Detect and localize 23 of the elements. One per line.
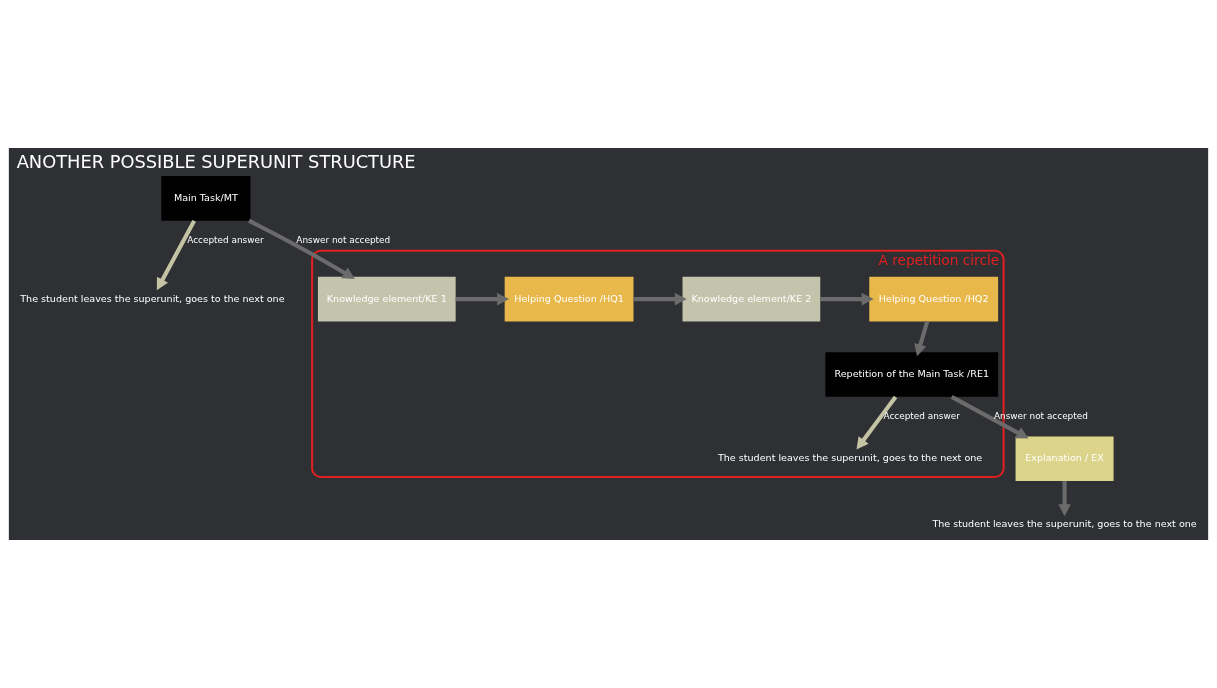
arrow — [156, 219, 196, 291]
node-box: Explanation / EX — [1015, 436, 1114, 482]
node-box: Helping Question /HQ2 — [869, 276, 999, 322]
node-box: Knowledge element/KE 2 — [682, 276, 821, 322]
arrow — [856, 395, 898, 450]
edge-label: Accepted answer — [883, 410, 960, 421]
node-box: Helping Question /HQ1 — [504, 276, 634, 322]
arrow — [633, 292, 687, 306]
arrow — [248, 218, 355, 280]
edge-label: Answer not accepted — [296, 234, 391, 245]
arrow — [950, 395, 1029, 439]
node-box: Repetition of the Main Task /RE1 — [825, 352, 999, 397]
node-text: The student leaves the superunit, goes to the next one — [932, 518, 1197, 530]
node-box: Knowledge element/KE 1 — [317, 276, 456, 322]
arrow — [820, 292, 874, 306]
edge-label: Accepted answer — [187, 234, 264, 245]
node-box: Main Task/MT — [161, 176, 251, 221]
arrow — [455, 292, 510, 306]
arrow — [1058, 481, 1071, 517]
node-text: The student leaves the superunit, goes to the next one — [717, 452, 983, 464]
node-text: The student leaves the superunit, goes to the next one — [20, 292, 285, 304]
diagram-title: ANOTHER POSSIBLE SUPERUNIT STRUCTURE — [16, 150, 416, 172]
arrow — [914, 320, 930, 357]
